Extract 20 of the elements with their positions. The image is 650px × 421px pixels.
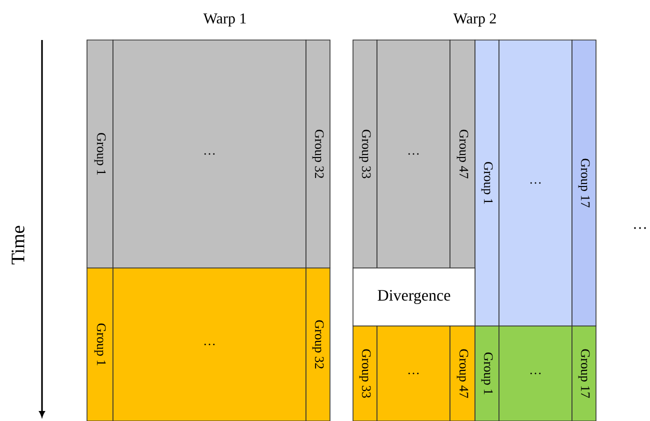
node-label: Group 1 [94,324,106,366]
node-label: Group 1 [481,352,493,394]
group-cell: Group 33 [352,40,378,268]
group-cell: Group 32 [306,40,330,268]
group-cell: Group 1 [474,326,500,421]
node-label: … [204,344,215,346]
group-cell: Group 17 [572,326,596,421]
divergence-box: Divergence [352,268,476,326]
group-cell: Group 47 [450,40,476,268]
axis-label: Time [12,226,24,264]
group-cell: Group 47 [450,326,476,421]
group-cell: Group 1 [86,40,114,268]
group-cell: Group 1 [86,268,114,421]
group-cell: Group 1 [474,40,500,326]
column-heading: Warp 2 [453,13,496,27]
group-cell: Group 33 [352,326,378,421]
group-cell: Group 32 [306,268,330,421]
group-cell: Group 17 [572,40,596,326]
continuation-dots: … [634,227,646,229]
node-label: … [530,372,541,374]
